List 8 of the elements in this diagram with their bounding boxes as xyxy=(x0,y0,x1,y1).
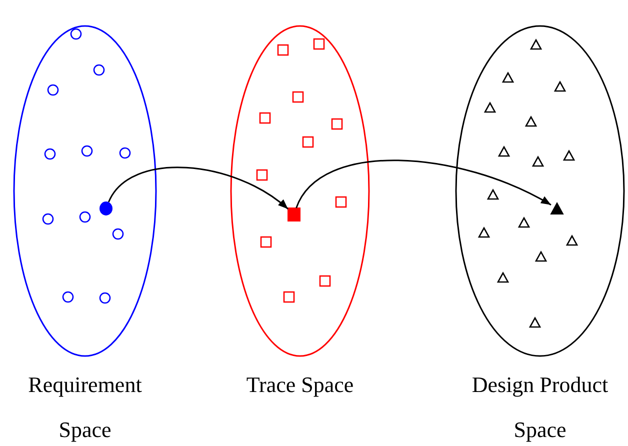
curved-arrow xyxy=(296,160,552,208)
filled-circle xyxy=(100,202,112,215)
space-label: Requirement Space xyxy=(27,371,143,444)
curved-arrow xyxy=(108,166,288,210)
space-label: Design Product Space xyxy=(470,371,610,444)
space-label: Trace Space xyxy=(245,371,355,399)
filled-triangle xyxy=(551,203,563,214)
filled-square xyxy=(288,208,300,221)
